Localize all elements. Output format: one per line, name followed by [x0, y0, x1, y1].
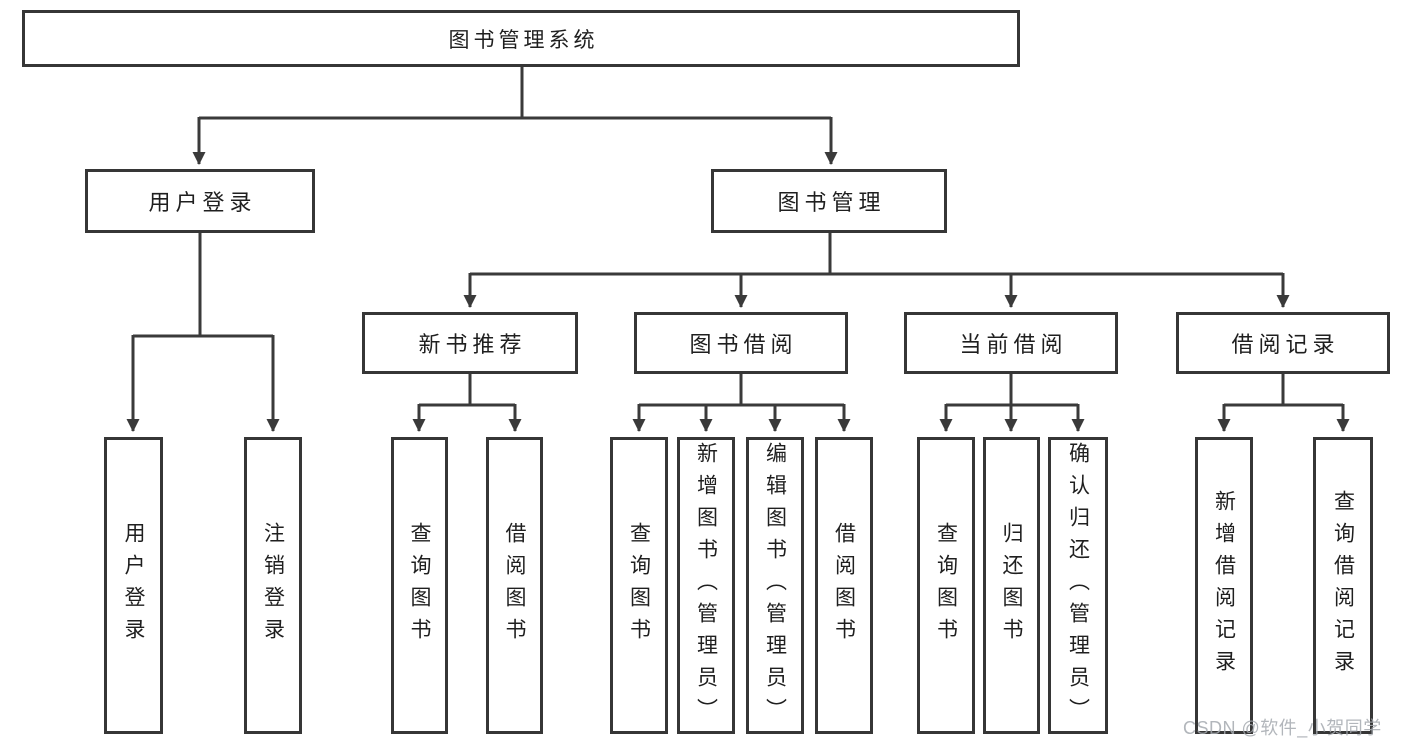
node-ul-user-login-label: 用户登录: [122, 521, 145, 650]
node-cb-query-book-label: 查询图书: [934, 521, 958, 650]
node-current-borrow: 当前借阅: [904, 312, 1118, 374]
node-nb-query-book-label: 查询图书: [408, 521, 431, 650]
node-book-management: 图书管理: [711, 169, 947, 233]
connector-book-mgmt-stem: [470, 233, 1283, 276]
node-br-query-record-label: 查询借阅记录: [1331, 489, 1355, 682]
connector-borrow-record-stem: [1224, 374, 1343, 407]
node-nb-query-book: 查询图书: [391, 437, 448, 734]
node-bb-borrow-book-label: 借阅图书: [832, 521, 856, 650]
node-bb-borrow-book: 借阅图书: [815, 437, 873, 734]
node-nb-borrow-book: 借阅图书: [486, 437, 543, 734]
csdn-watermark: CSDN @软件_小贺同学: [1183, 718, 1382, 738]
node-root-system: 图书管理系统: [22, 10, 1020, 67]
node-current-borrow-label: 当前借阅: [959, 332, 1068, 357]
node-br-add-record: 新增借阅记录: [1195, 437, 1253, 734]
node-new-book-recommend-label: 新书推荐: [418, 332, 527, 357]
node-nb-borrow-book-label: 借阅图书: [503, 521, 526, 650]
node-ul-logout-label: 注销登录: [261, 521, 285, 650]
node-br-add-record-label: 新增借阅记录: [1212, 489, 1236, 682]
node-ul-logout: 注销登录: [244, 437, 302, 734]
node-book-management-label: 图书管理: [777, 190, 886, 215]
node-bb-query-book: 查询图书: [610, 437, 668, 734]
node-book-borrow: 图书借阅: [634, 312, 848, 374]
node-root-system-label: 图书管理系统: [448, 28, 599, 52]
node-borrow-record-label: 借阅记录: [1231, 332, 1340, 357]
node-borrow-record: 借阅记录: [1176, 312, 1390, 374]
node-cb-confirm-return-admin: 确认归还（管理员）: [1048, 437, 1108, 734]
node-user-login-label: 用户登录: [148, 190, 257, 215]
node-br-query-record: 查询借阅记录: [1313, 437, 1373, 734]
node-bb-edit-book-admin: 编辑图书（管理员）: [746, 437, 804, 734]
node-bb-query-book-label: 查询图书: [627, 521, 651, 650]
connector-current-borrow-stem: [946, 374, 1078, 407]
connector-book-borrow-stem: [639, 374, 844, 407]
connector-new-book-stem: [419, 374, 515, 407]
node-cb-return-book-label: 归还图书: [1000, 521, 1023, 650]
connector-root-stem: [199, 67, 831, 120]
node-book-borrow-label: 图书借阅: [689, 332, 798, 357]
node-ul-user-login: 用户登录: [104, 437, 163, 734]
connector-user-login-stem: [133, 233, 273, 338]
node-cb-confirm-return-admin-label: 确认归还（管理员）: [1066, 441, 1090, 730]
node-bb-edit-book-admin-label: 编辑图书（管理员）: [763, 441, 787, 730]
node-cb-return-book: 归还图书: [983, 437, 1040, 734]
node-user-login: 用户登录: [85, 169, 315, 233]
node-bb-add-book-admin-label: 新增图书（管理员）: [694, 441, 718, 730]
node-new-book-recommend: 新书推荐: [362, 312, 578, 374]
node-bb-add-book-admin: 新增图书（管理员）: [677, 437, 735, 734]
node-cb-query-book: 查询图书: [917, 437, 975, 734]
